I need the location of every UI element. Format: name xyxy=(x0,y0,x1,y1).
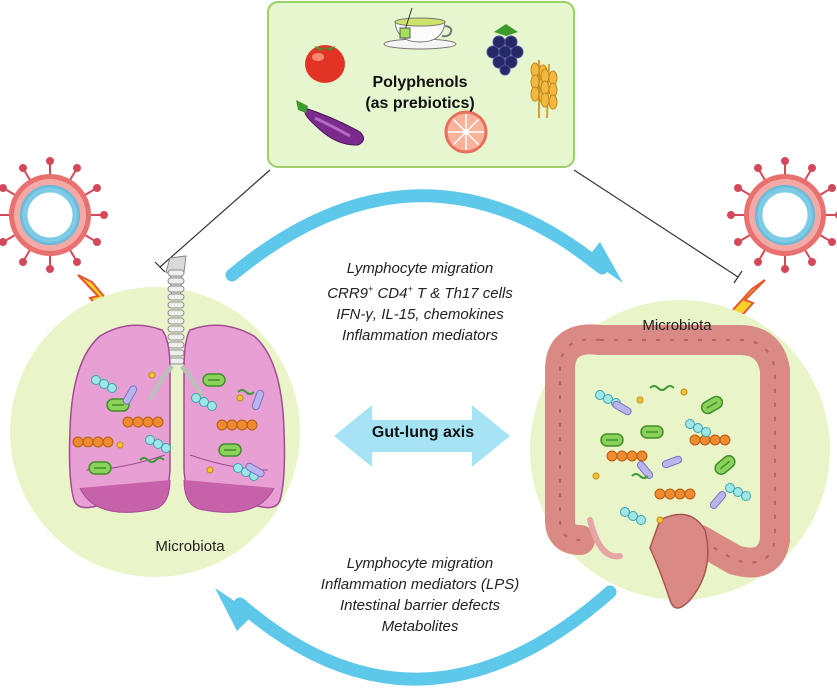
tomato-icon xyxy=(305,45,345,83)
top-text-line3: IFN-γ, IL-15, chemokines xyxy=(336,306,504,323)
top-text-line2: CRR9+ CD4+ T & Th17 cells xyxy=(300,279,540,304)
top-text-line4: Inflammation mediators xyxy=(342,327,498,344)
lung-microbiota-label: Microbiota xyxy=(155,538,225,555)
bottom-text-line3: Intestinal barrier defects xyxy=(339,597,501,614)
virus-icon-right xyxy=(726,156,837,274)
top-arrow-head xyxy=(587,242,623,283)
top-text-line2-sup1: + xyxy=(368,284,374,294)
bacteria-icon-gut xyxy=(592,385,751,525)
top-text-line1: Lymphocyte migration xyxy=(346,260,494,277)
bottom-text-line1: Lymphocyte migration xyxy=(346,555,494,572)
inhibition-lines xyxy=(154,169,743,284)
eggplant-icon xyxy=(296,100,364,146)
wheat-icon xyxy=(530,60,558,119)
bottom-text-line2: Inflammation mediators (LPS) xyxy=(320,576,520,593)
gut-lung-axis-arrow xyxy=(334,405,510,467)
gut-lung-axis-label: Gut-lung axis xyxy=(371,424,475,441)
virus-icon-left xyxy=(0,156,109,274)
top-text-line2-a: CRR9 xyxy=(327,285,369,302)
bottom-arrow xyxy=(233,585,617,686)
gut-microbiota-circle xyxy=(530,300,830,600)
top-text-line2-c: T & Th17 cells xyxy=(412,285,513,302)
bottom-arrow-head xyxy=(215,588,254,631)
polyphenols-line1: Polyphenols xyxy=(372,74,468,91)
bottom-arrow-text: Lymphocyte migration Inflammation mediat… xyxy=(290,553,550,637)
gut-microbiota-label: Microbiota xyxy=(642,317,712,334)
polyphenols-line2: (as prebiotics) xyxy=(365,95,475,112)
intestine-icon xyxy=(545,324,790,609)
top-text-line2-b: CD4 xyxy=(373,285,408,302)
grapefruit-icon xyxy=(444,110,488,154)
polyphenols-label: Polyphenols (as prebiotics) xyxy=(340,72,500,114)
bacteria-icon-lung xyxy=(72,371,266,481)
bottom-text-line4: Metabolites xyxy=(381,618,459,635)
top-arrow-text: Lymphocyte migration CRR9+ CD4+ T & Th17… xyxy=(300,258,540,346)
top-arrow xyxy=(225,189,609,282)
blackberry-icon xyxy=(486,24,524,76)
top-text-line2-sup2: + xyxy=(407,284,413,294)
teacup-icon xyxy=(383,7,457,50)
